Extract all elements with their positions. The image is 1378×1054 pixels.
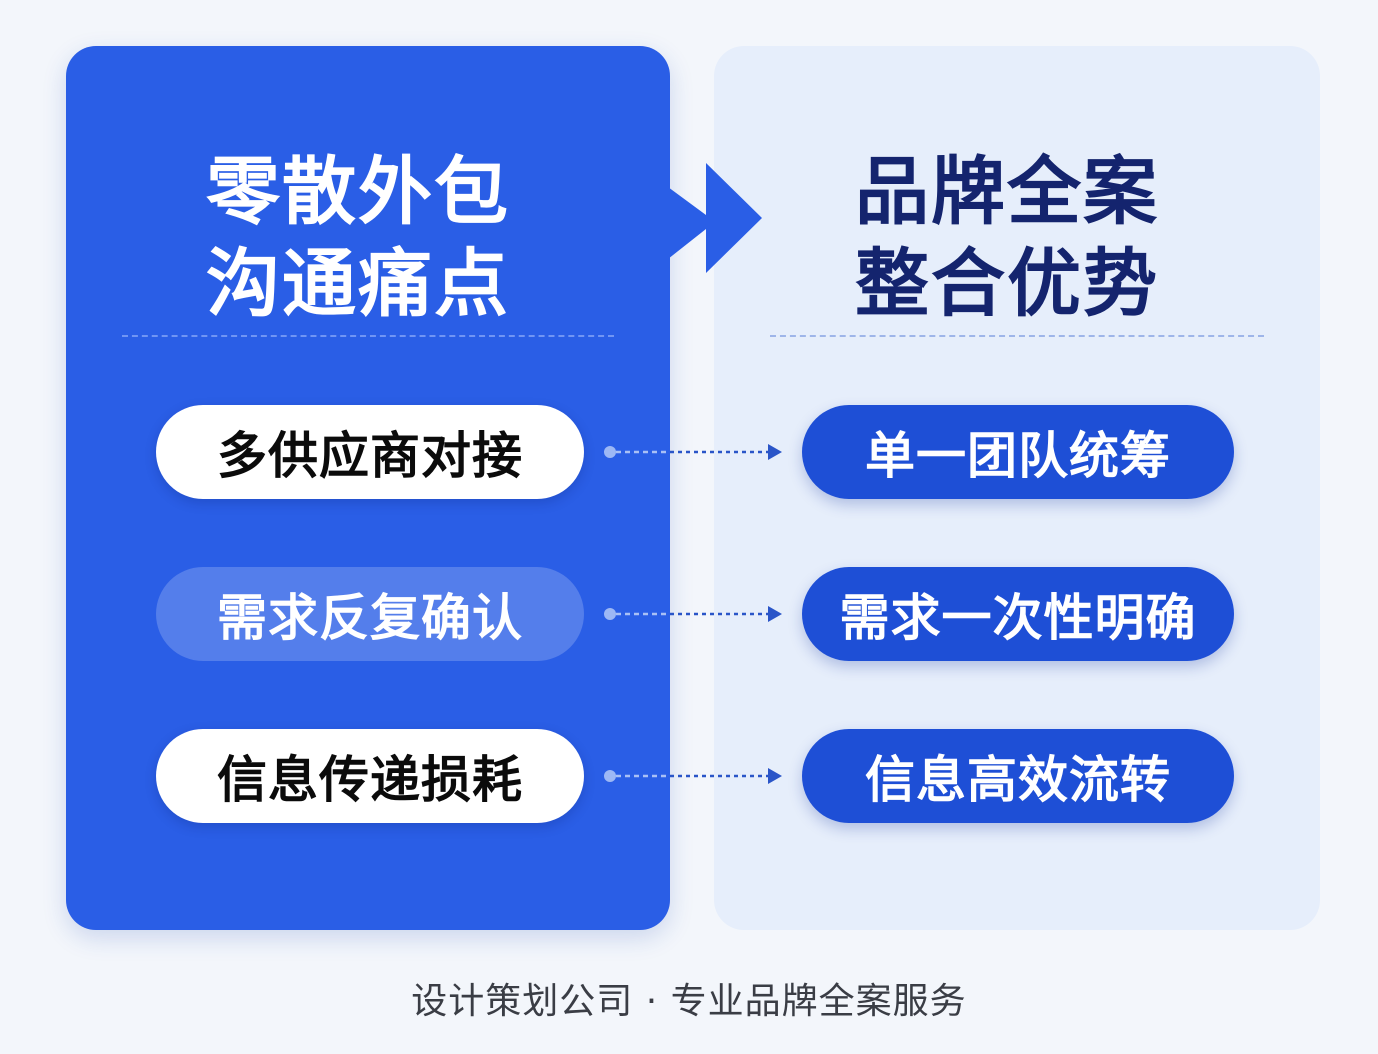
title-line-1: 零散外包 [206, 149, 510, 235]
pain-point-label: 需求反复确认 [217, 589, 523, 647]
divider [770, 335, 1264, 337]
pain-point-label: 信息传递损耗 [217, 751, 523, 809]
title-line-2: 沟通痛点 [206, 241, 510, 327]
pain-point-label: 多供应商对接 [217, 427, 523, 485]
dotted-arrow-right-icon [604, 768, 782, 784]
footer-separator: · [645, 981, 659, 1022]
divider [122, 335, 614, 337]
title-line-2: 整合优势 [855, 241, 1159, 327]
pain-point-item: 多供应商对接 [156, 405, 584, 499]
advantage-item: 单一团队统筹 [802, 405, 1234, 499]
dotted-arrow-right-icon [604, 606, 782, 622]
footer: 设计策划公司 · 专业品牌全案服务 [0, 972, 1378, 1024]
pain-point-item: 需求反复确认 [156, 567, 584, 661]
pain-point-item: 信息传递损耗 [156, 729, 584, 823]
advantage-label: 需求一次性明确 [839, 589, 1197, 647]
footer-company: 设计策划公司 [411, 981, 634, 1022]
advantage-label: 单一团队统筹 [865, 427, 1171, 485]
advantage-item: 信息高效流转 [802, 729, 1234, 823]
advantage-label: 信息高效流转 [865, 751, 1171, 809]
chevron-arrow-right-icon [668, 163, 762, 273]
title-line-1: 品牌全案 [855, 149, 1159, 235]
footer-tagline: 专业品牌全案服务 [670, 981, 967, 1022]
advantage-item: 需求一次性明确 [802, 567, 1234, 661]
pain-points-title: 零散外包 沟通痛点 [56, 146, 660, 330]
dotted-arrow-right-icon [604, 444, 782, 460]
advantages-title: 品牌全案 整合优势 [714, 146, 1300, 330]
